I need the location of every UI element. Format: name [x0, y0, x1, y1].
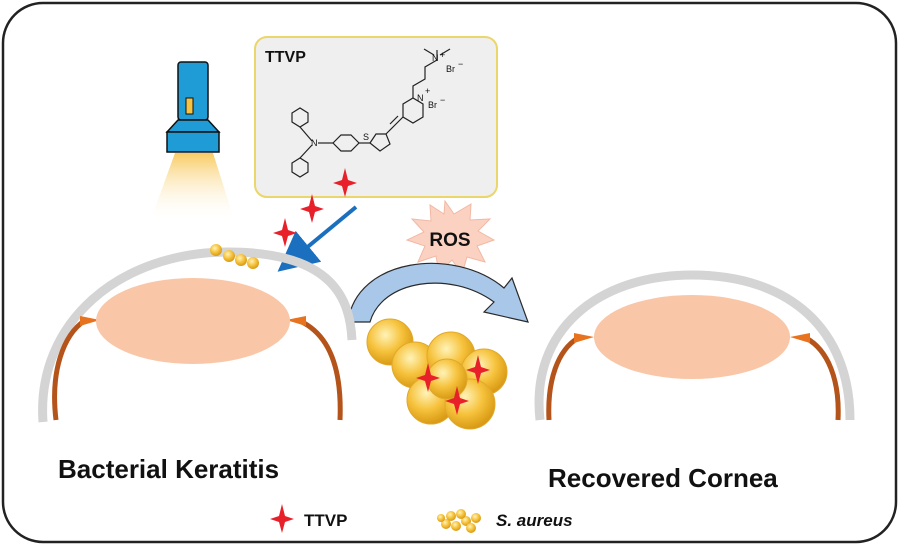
ttvp-atom-br-top: Br — [446, 64, 455, 74]
ttvp-molecule — [291, 48, 451, 178]
bacterial-keratitis-label: Bacterial Keratitis — [58, 454, 279, 484]
bacteria-cluster-icon — [247, 257, 259, 269]
ttvp-atom-n-amine: N — [311, 138, 318, 148]
right-sclera — [534, 270, 855, 421]
right-iris-inner — [804, 335, 841, 421]
bacteria-cluster-icon — [437, 509, 481, 533]
curved-arrow — [347, 262, 529, 323]
left-iris-tip — [80, 316, 100, 326]
ros-label: ROS — [429, 230, 470, 251]
ttvp-charge-br-ring: − — [440, 95, 445, 105]
ttvp-atom-n-top: N — [432, 53, 439, 63]
left-iris-tip — [286, 316, 306, 326]
red-star-icon — [416, 363, 440, 392]
red-star-icon — [445, 386, 469, 415]
left-iris-outer — [52, 318, 86, 421]
right-lens — [594, 295, 790, 379]
ros-starburst: ROS — [405, 199, 496, 276]
red-star-icon — [273, 218, 297, 247]
flashlight-icon — [150, 61, 235, 222]
bacteria-cluster-icon — [223, 250, 235, 262]
bacteria-cluster-icon — [210, 244, 222, 256]
ttvp-atom-n-ring: N — [417, 93, 424, 103]
ttvp-atom-sulfur: S — [363, 132, 369, 142]
flashlight-head — [166, 131, 220, 153]
ttvp-atom-br-ring: Br — [428, 100, 437, 110]
left-lens — [96, 278, 290, 364]
legend-ttvp-label: TTVP — [304, 511, 347, 530]
ttvp-box-title: TTVP — [265, 49, 306, 66]
red-star-icon — [300, 194, 324, 223]
ttvp-structure-box: TTVP N S N + — [254, 36, 498, 198]
delivery-arrow — [277, 205, 358, 272]
red-star-icon — [270, 504, 294, 533]
legend-bacteria-label: S. aureus — [496, 511, 573, 530]
red-star-icon — [333, 168, 357, 197]
ttvp-charge-ring: + — [425, 86, 430, 96]
left-eye — [38, 244, 357, 423]
recovered-cornea-label: Recovered Cornea — [548, 463, 778, 493]
legend: TTVP S. aureus — [270, 504, 573, 533]
red-star-icon — [466, 355, 490, 384]
bacteria-cluster-icon — [235, 254, 247, 266]
right-eye — [534, 270, 855, 421]
ttvp-charge-br-top: − — [458, 59, 463, 69]
red-star-icon — [273, 168, 357, 247]
starburst-icon — [405, 199, 496, 276]
left-iris-inner — [298, 318, 343, 421]
ttvp-charge-top: + — [440, 50, 445, 60]
right-iris-tip — [790, 333, 810, 343]
light-beam — [150, 153, 235, 222]
flashlight-switch — [185, 97, 194, 115]
right-iris-tip — [574, 333, 594, 343]
right-iris-outer — [546, 335, 580, 421]
